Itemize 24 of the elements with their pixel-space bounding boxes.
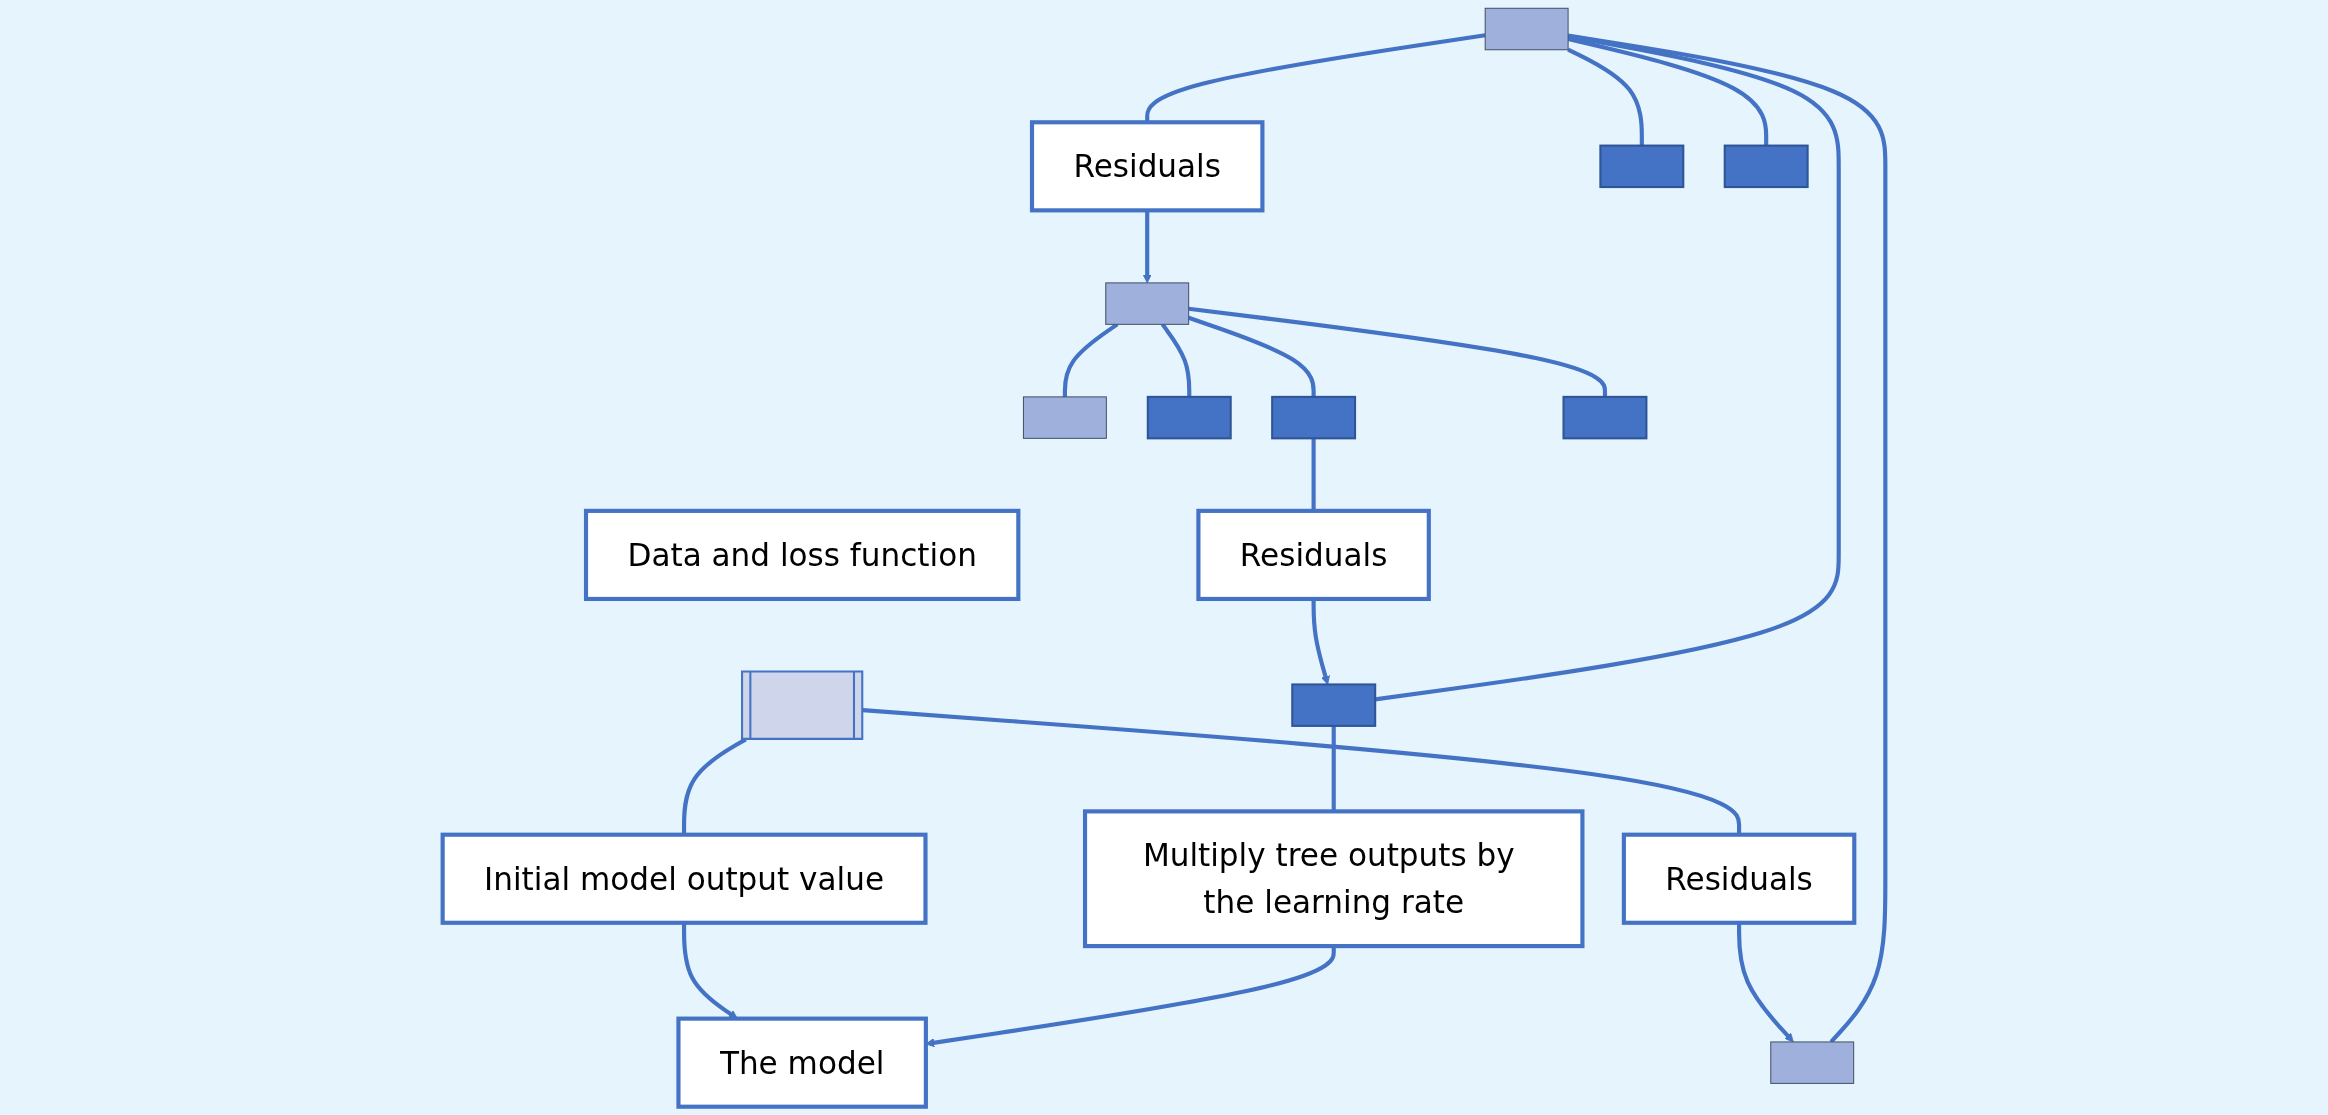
connector [1188,306,1608,397]
node-box [1599,144,1685,189]
node-box: Residuals [1621,832,1857,925]
node-box: Multiply tree outputs by the learning rate [1082,809,1585,949]
node-box [1105,282,1190,325]
node-box: Residuals [1029,120,1265,213]
node-box: The model [676,1016,928,1109]
connector [1567,47,1644,146]
connector [1311,438,1316,511]
node-box [1271,395,1357,440]
node-table [741,670,864,740]
node-box [1291,683,1377,727]
node-box [1484,7,1569,51]
node-box [1562,395,1648,440]
connector [1567,36,1769,146]
connector [1160,323,1192,397]
node-box [1146,395,1232,440]
node-box [1723,144,1809,189]
node-box: Residuals [1196,508,1431,602]
connector [1188,315,1316,397]
node-box [1022,396,1107,439]
node-box [1770,1041,1855,1084]
node-box: Initial model output value [440,832,928,925]
node-box: Data and loss function [583,508,1021,602]
